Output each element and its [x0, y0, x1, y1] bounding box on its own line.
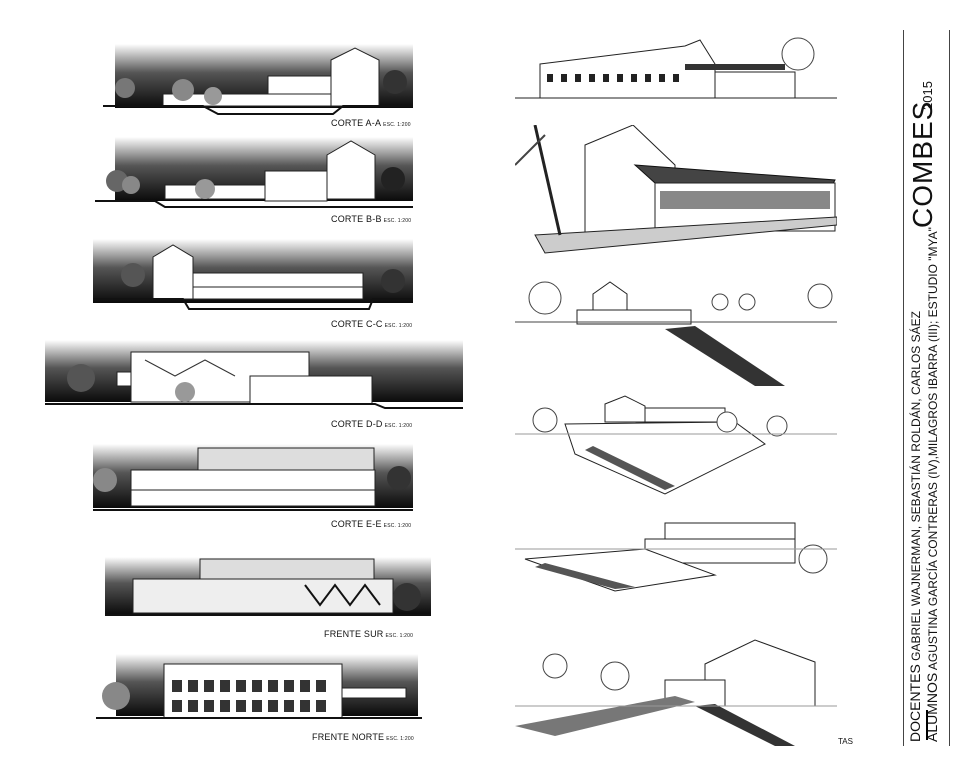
perspective-view-6 [515, 639, 837, 746]
section-scale: ESC. 1:200 [384, 423, 413, 429]
perspective-view-1 [515, 37, 837, 99]
section-name: CORTE E-E [331, 519, 382, 529]
project-year: 2015 [920, 81, 935, 110]
section-scale: ESC. 1:200 [384, 323, 413, 329]
docentes-names: GABRIEL WAJNERMAN, SEBASTIÁN ROLDÁN, CAR… [909, 311, 923, 661]
perspective-view-5 [515, 522, 837, 592]
author-initials: TAS [838, 737, 853, 746]
section-name: CORTE C-C [331, 319, 383, 329]
section-drawing-e-e [93, 444, 413, 511]
perspective-view-4 [515, 395, 837, 495]
section-scale: ESC. 1:200 [385, 633, 414, 639]
section-name: FRENTE NORTE [312, 732, 385, 742]
perspective-view-3 [515, 281, 837, 386]
section-scale: ESC. 1:200 [386, 736, 414, 742]
section-drawing-d-d [45, 340, 463, 409]
section-name: CORTE A-A [331, 118, 382, 128]
section-drawing-c-c [93, 239, 413, 310]
section-name: FRENTE SUR [324, 629, 384, 639]
section-drawing-a-a [103, 44, 413, 115]
project-title: COMBES [907, 100, 938, 228]
docentes-line: DOCENTES GABRIEL WAJNERMAN, SEBASTIÁN RO… [907, 311, 923, 742]
docentes-label: DOCENTES [907, 664, 923, 742]
section-scale: ESC. 1:200 [383, 218, 412, 224]
elevation-drawing-frente-sur [105, 557, 431, 616]
section-name: CORTE B-B [331, 214, 382, 224]
alumnos-names: AGUSTINA GARCÍA CONTRERAS (IV),MILAGROS … [926, 227, 940, 671]
section-name: CORTE D-D [331, 419, 383, 429]
title-sidebar: COMBES 2015 DOCENTES GABRIEL WAJNERMAN, … [903, 30, 950, 746]
elevation-drawing-frente-norte [96, 654, 422, 719]
section-drawing-b-b [95, 137, 413, 208]
section-scale: ESC. 1:200 [383, 523, 412, 529]
alumnos-line: ALUMNOS AGUSTINA GARCÍA CONTRERAS (IV),M… [924, 227, 940, 742]
perspective-view-2 [515, 125, 837, 254]
section-scale: ESC. 1:200 [383, 122, 411, 128]
logo-mark [926, 710, 928, 740]
